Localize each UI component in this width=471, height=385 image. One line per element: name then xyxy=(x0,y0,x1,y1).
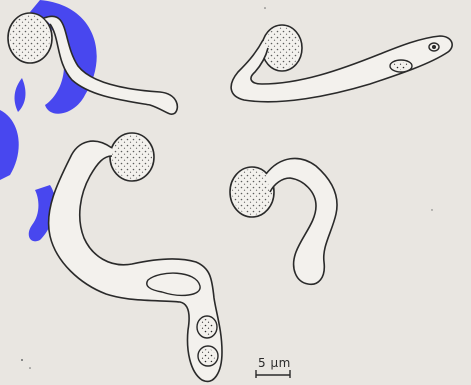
scale-bar-label: 5 µm xyxy=(258,356,291,370)
spore-specimen-3 xyxy=(49,133,222,381)
scale-bar xyxy=(256,370,290,378)
spore-specimen-2 xyxy=(231,25,452,102)
spore-specimen-4 xyxy=(230,158,337,284)
